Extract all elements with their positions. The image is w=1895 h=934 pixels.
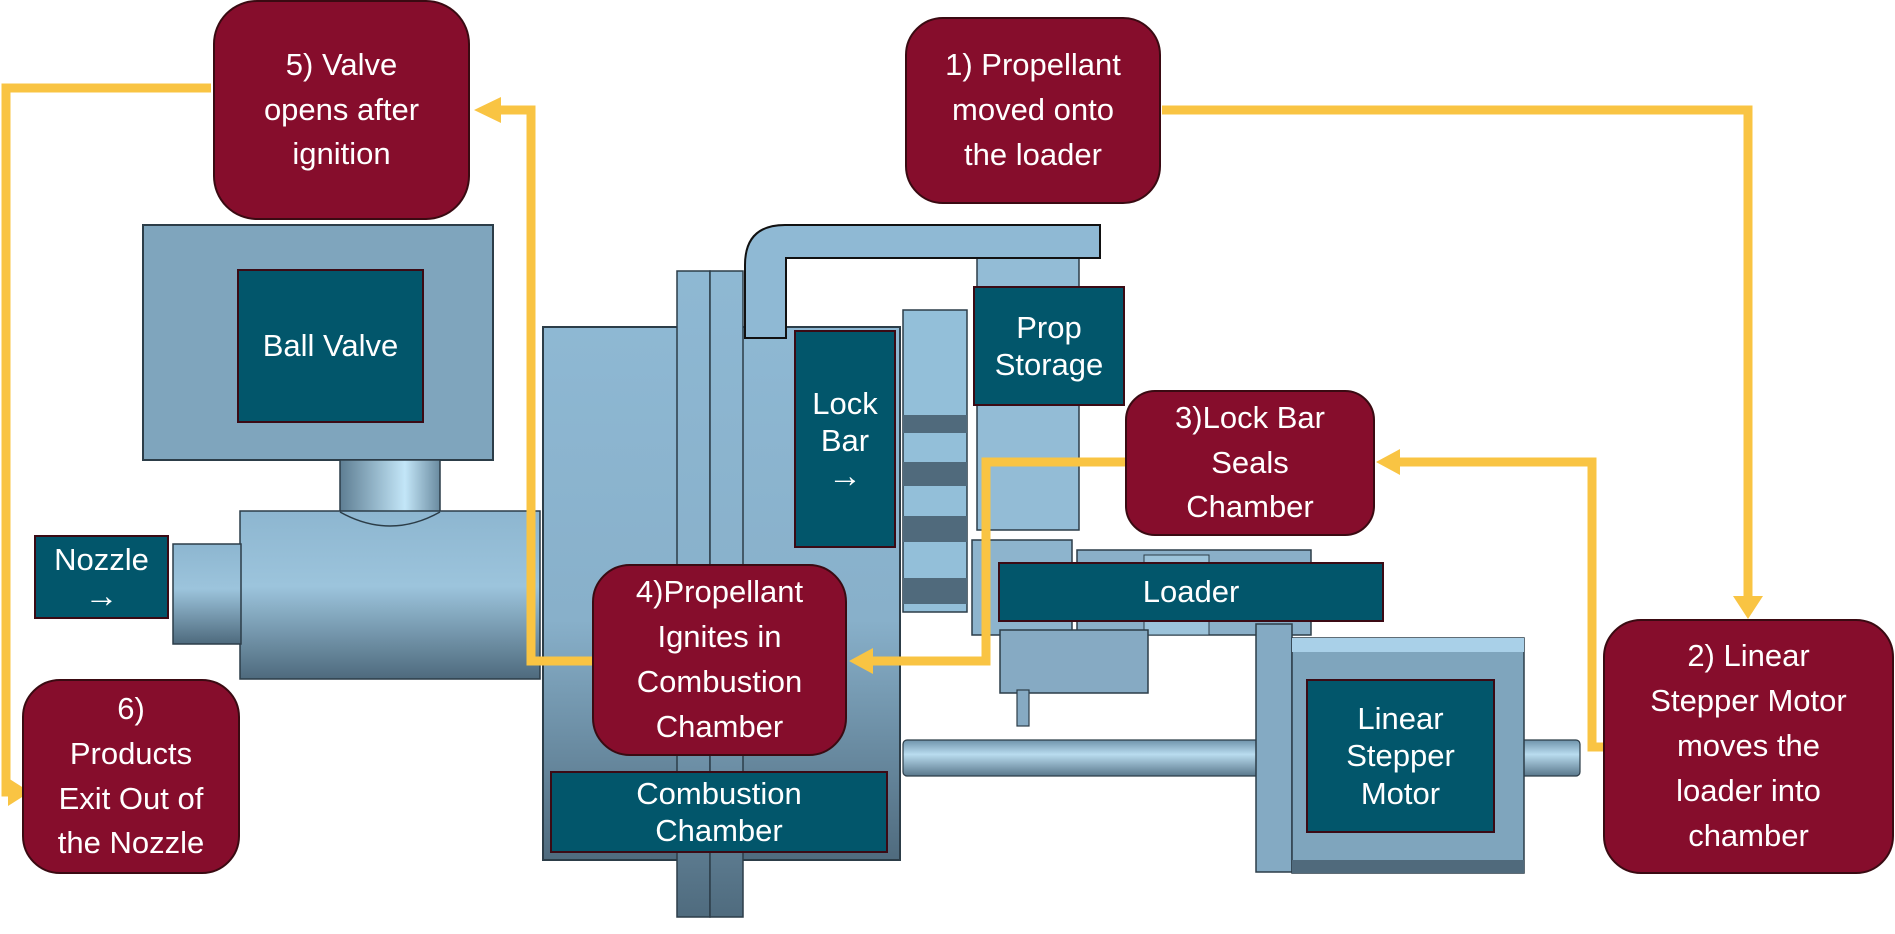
arrowhead-step-2 (1733, 596, 1763, 619)
arrowhead-step-5 (474, 97, 501, 123)
lock-bar-guide (902, 309, 968, 613)
label-combustion-chamber: Combustion Chamber (550, 771, 888, 853)
step-2-callout: 2) Linear Stepper Motor moves the loader… (1603, 619, 1894, 874)
label-linear-stepper-motor: Linear Stepper Motor (1306, 679, 1495, 833)
label-lock-bar-text: Lock Bar (812, 385, 878, 458)
flow-arrow-4-to-5 (496, 105, 592, 666)
motor-mount-plate (1255, 623, 1293, 873)
step-4-text: 4)Propellant Ignites in Combustion Chamb… (635, 574, 804, 744)
label-lock-bar: Lock Bar → (794, 330, 896, 548)
nozzle-stub (172, 543, 242, 645)
flow-arrow-3-to-4 (868, 457, 1126, 666)
propellant-feed-tube (744, 224, 1101, 339)
step-3-text: 3)Lock Bar Seals Chamber (1175, 399, 1325, 525)
right-arrow-icon: → (828, 457, 862, 496)
step-5-text: 5) Valve opens after ignition (263, 46, 420, 172)
step-3-callout: 3)Lock Bar Seals Chamber (1125, 390, 1375, 536)
step-5-callout: 5) Valve opens after ignition (213, 0, 470, 220)
arrowhead-step-3 (1376, 449, 1400, 475)
flow-arrow-2-to-3 (1395, 457, 1603, 752)
arrowhead-step-6 (8, 778, 30, 806)
label-loader-text: Loader (1142, 574, 1240, 610)
label-nozzle: Nozzle → (34, 535, 169, 619)
label-combustion-chamber-text: Combustion Chamber (636, 775, 802, 848)
valve-body-pipe (239, 510, 541, 680)
label-nozzle-text: Nozzle (54, 542, 149, 578)
step-1-callout: 1) Propellant moved onto the loader (905, 17, 1161, 204)
step-4-callout: 4)Propellant Ignites in Combustion Chamb… (592, 564, 847, 756)
label-prop-storage-text: Prop Storage (994, 309, 1104, 382)
right-arrow-icon: → (84, 576, 119, 615)
label-ball-valve-text: Ball Valve (262, 328, 399, 364)
step-6-callout: 6) Products Exit Out of the Nozzle (22, 679, 240, 874)
label-ball-valve: Ball Valve (237, 269, 424, 423)
flow-arrow-1-to-2 (1162, 105, 1753, 598)
step-1-text: 1) Propellant moved onto the loader (945, 47, 1121, 172)
label-prop-storage: Prop Storage (973, 286, 1125, 406)
arrowhead-step-4 (849, 648, 873, 674)
step-2-text: 2) Linear Stepper Motor moves the loader… (1650, 638, 1847, 853)
label-loader: Loader (998, 562, 1384, 622)
label-linear-stepper-motor-text: Linear Stepper Motor (1346, 701, 1455, 811)
step-6-text: 6) Products Exit Out of the Nozzle (57, 690, 205, 861)
